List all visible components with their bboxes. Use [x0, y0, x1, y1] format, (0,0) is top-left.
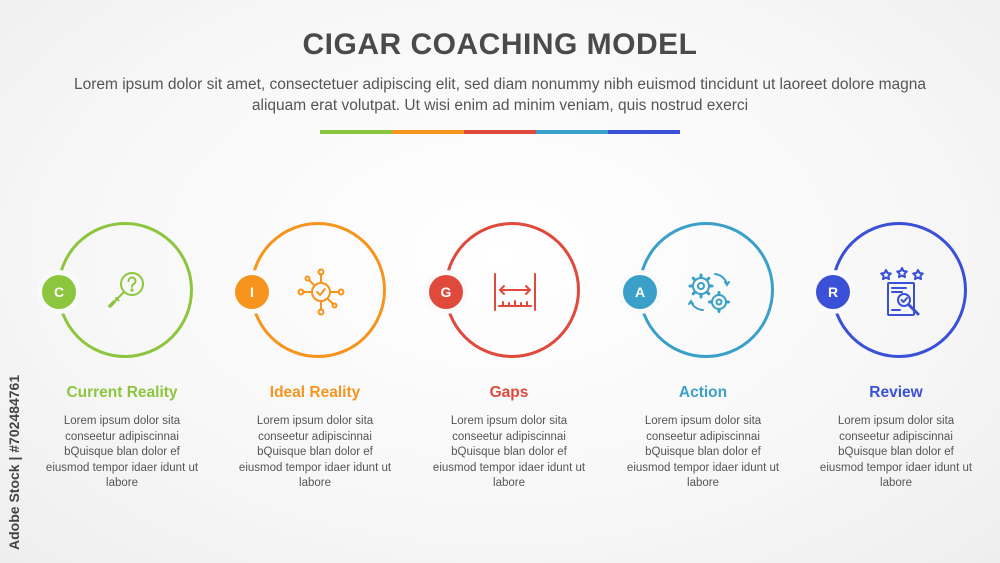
- gears-icon: [681, 264, 737, 320]
- divider-segment-red: [464, 130, 536, 134]
- page-subtitle: Lorem ipsum dolor sit amet, consectetuer…: [73, 76, 927, 114]
- step-letter-badge: I: [235, 275, 269, 309]
- step-label: Review: [869, 384, 923, 401]
- step-label: Ideal Reality: [269, 384, 361, 401]
- step-description: Lorem ipsum dolor sita conseetur adipisc…: [819, 415, 973, 489]
- page-title: CIGAR COACHING MODEL: [302, 28, 698, 61]
- step-letter-badge: G: [429, 275, 463, 309]
- step-action: A: [603, 222, 803, 522]
- step-label: Action: [678, 384, 728, 401]
- stock-credit: Adobe Stock | #702484761: [6, 374, 22, 550]
- gap-measure-icon: [487, 264, 543, 320]
- step-description: Lorem ipsum dolor sita conseetur adipisc…: [45, 415, 199, 489]
- magnifier-question-icon: [100, 264, 156, 320]
- step-label: Gaps: [489, 384, 529, 401]
- divider-segment-orange: [392, 130, 464, 134]
- divider-segment-blue: [608, 130, 680, 134]
- target-network-icon: [293, 264, 349, 320]
- step-description: Lorem ipsum dolor sita conseetur adipisc…: [238, 415, 392, 489]
- step-description: Lorem ipsum dolor sita conseetur adipisc…: [432, 415, 586, 489]
- step-ideal-reality: I Ideal Reality Lorem ipsum dolor sita c…: [215, 222, 415, 522]
- step-review: R Review Lorem ipsum dolor sita conseetu…: [796, 222, 996, 522]
- step-label: Current Reality: [66, 384, 178, 401]
- step-description: Lorem ipsum dolor sita conseetur adipisc…: [626, 415, 780, 489]
- step-letter-badge: A: [623, 275, 657, 309]
- divider-segment-teal: [536, 130, 608, 134]
- divider-segment-green: [320, 130, 392, 134]
- review-document-icon: [874, 264, 930, 320]
- title-divider: [320, 130, 680, 134]
- step-current-reality: C Current Reality Lorem ipsum dolor sita…: [22, 222, 222, 522]
- step-letter-badge: R: [816, 275, 850, 309]
- step-gaps: G Gaps Lorem ipsum dolor sita conseetur …: [409, 222, 609, 522]
- step-letter-badge: C: [42, 275, 76, 309]
